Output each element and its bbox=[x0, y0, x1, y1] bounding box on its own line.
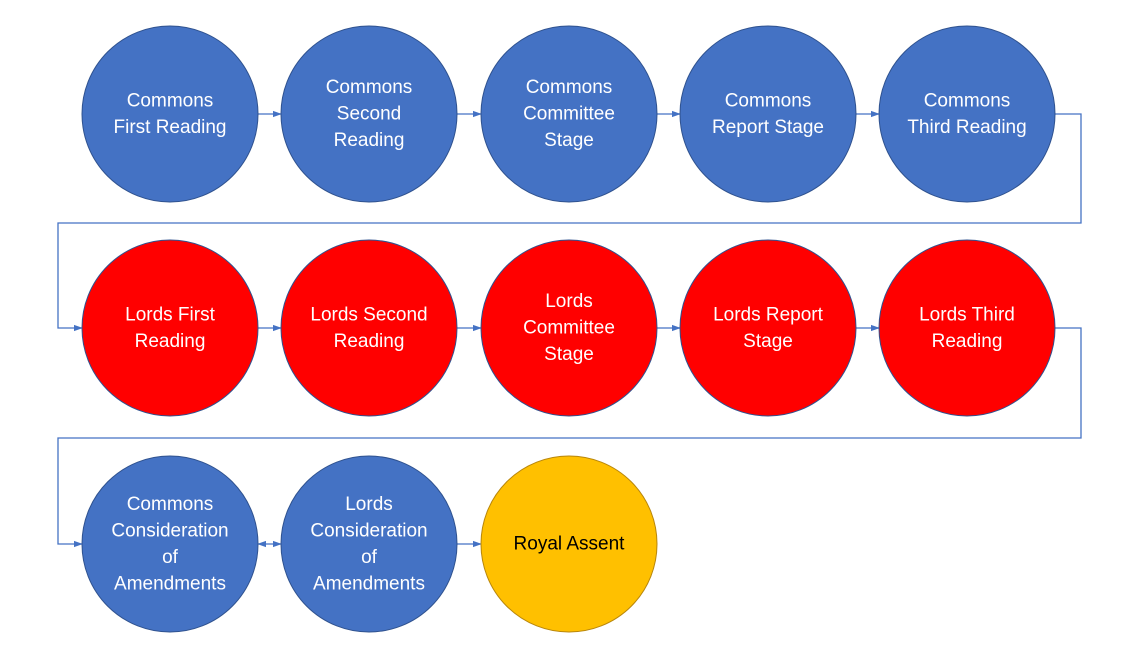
stage-label-line: Committee bbox=[523, 104, 615, 125]
stage-circle bbox=[878, 239, 1056, 417]
stage-circle bbox=[280, 25, 458, 203]
stage-label-line: Third Reading bbox=[907, 117, 1026, 138]
stage-label-line: Royal Assent bbox=[514, 534, 626, 555]
stage-label-line: Stage bbox=[544, 344, 594, 365]
stage-label-line: Lords Report bbox=[713, 304, 824, 325]
stage-label-line: Amendments bbox=[313, 573, 425, 594]
stage-circle bbox=[480, 455, 658, 633]
stage-circle bbox=[280, 455, 458, 633]
stage-label-line: Second bbox=[337, 104, 401, 125]
stage-label-line: Committee bbox=[523, 318, 615, 339]
stage-label-line: Report Stage bbox=[712, 117, 824, 138]
stage-label-line: Stage bbox=[743, 331, 793, 352]
stage-label-line: of bbox=[162, 547, 179, 568]
stage-circle bbox=[679, 239, 857, 417]
stage-label-line: of bbox=[361, 547, 378, 568]
stage-label-line: Commons bbox=[326, 77, 413, 98]
stage-label-line: Amendments bbox=[114, 573, 226, 594]
stage-label-line: Commons bbox=[924, 90, 1011, 111]
stage-circle bbox=[81, 455, 259, 633]
connectors bbox=[57, 110, 1082, 548]
stage-label-line: Commons bbox=[725, 90, 812, 111]
stage-circle bbox=[81, 25, 259, 203]
stage-label-line: First Reading bbox=[114, 117, 227, 138]
stage-label-line: Stage bbox=[544, 130, 594, 151]
stage-label-line: Reading bbox=[135, 331, 206, 352]
stage-circle bbox=[480, 239, 658, 417]
stage-label-line: Commons bbox=[127, 494, 214, 515]
stage-circle bbox=[280, 239, 458, 417]
stage-label-line: Consideration bbox=[111, 520, 228, 541]
stage-circle bbox=[81, 239, 259, 417]
stage-label-line: Consideration bbox=[310, 520, 427, 541]
stage-label-line: Commons bbox=[127, 90, 214, 111]
stage-circle bbox=[480, 25, 658, 203]
connector-lords-third-reading-to-commons-consideration-of-amendments bbox=[57, 327, 1082, 548]
stage-label-line: Lords Second bbox=[310, 304, 427, 325]
stage-circle bbox=[679, 25, 857, 203]
stage-label-line: Reading bbox=[334, 331, 405, 352]
stage-label-line: Lords bbox=[345, 494, 393, 515]
stage-label-line: Lords Third bbox=[919, 304, 1015, 325]
stage-label-line: Commons bbox=[526, 77, 613, 98]
stage-label-line: Reading bbox=[932, 331, 1003, 352]
stage-label-line: Lords First bbox=[125, 304, 215, 325]
stage-circle bbox=[878, 25, 1056, 203]
connector-commons-third-reading-to-lords-first-reading bbox=[57, 113, 1082, 332]
stage-royal-assent: Royal Assent bbox=[480, 455, 658, 633]
stage-label-line: Lords bbox=[545, 291, 593, 312]
stage-label-line: Reading bbox=[334, 130, 405, 151]
